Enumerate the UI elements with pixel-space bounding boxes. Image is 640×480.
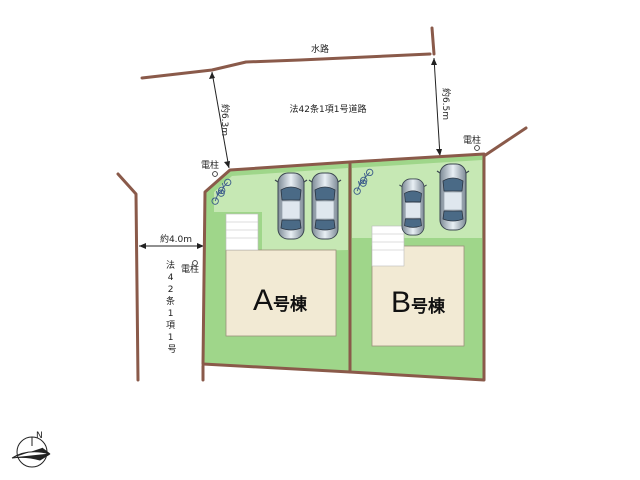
west-road-label-char: 項 [166, 320, 175, 331]
building-a-letter: A [253, 284, 273, 317]
utility-pole-label-w: 電柱 [181, 263, 199, 275]
west-road-label-char: 号 [167, 344, 176, 355]
building-a [225, 249, 337, 337]
north-width-right-label: 約6.5m [440, 88, 452, 120]
utility-pole-label-ne: 電柱 [463, 134, 481, 146]
building-a-label: A号棟 [253, 284, 308, 317]
north-width-right-dimension [433, 57, 441, 157]
north-width-left-label: 約6.3m [219, 104, 231, 136]
car-icon [274, 172, 308, 240]
arrow-left-icon [139, 243, 146, 249]
arrow-down-icon [224, 161, 230, 168]
waterway-line-end [430, 26, 436, 56]
utility-pole-label-nw: 電柱 [201, 159, 219, 171]
north-road-label: 法42条1項1号道路 [290, 103, 367, 115]
east-road-line [482, 126, 528, 158]
west-road-label-char: 4 [168, 273, 174, 283]
waterway-label: 水路 [311, 43, 329, 55]
west-road-label: 法 4 2 条 1 項 1 号 [166, 259, 178, 355]
building-b-suffix: 号棟 [411, 296, 446, 317]
car-icon [308, 172, 342, 240]
utility-pole-icon [192, 260, 198, 266]
arrow-up-icon [431, 58, 437, 65]
compass-north-label: N [36, 431, 43, 441]
north-width-left-dimension [211, 71, 230, 169]
compass-arrow-icon [11, 447, 51, 461]
car-icon [436, 163, 470, 231]
west-road-left-line [116, 172, 140, 382]
waterway-line [140, 52, 432, 80]
arrow-down-icon [436, 149, 442, 156]
entrance-steps-b [371, 225, 405, 267]
north-compass: N [11, 431, 51, 468]
arrow-right-icon [197, 243, 204, 249]
west-road-label-char: 1 [168, 333, 174, 343]
west-road-label-char: 法 [166, 259, 175, 271]
west-road-label-char: 2 [168, 285, 174, 295]
utility-pole-icon [474, 145, 480, 151]
west-road-label-char: 1 [168, 309, 174, 319]
building-b-label: B号棟 [391, 286, 446, 319]
arrow-up-icon [209, 72, 215, 79]
west-road-label-char: 条 [166, 295, 175, 307]
building-b-letter: B [391, 286, 411, 319]
building-a-suffix: 号棟 [273, 294, 308, 315]
utility-pole-icon [212, 171, 218, 177]
car-icon [398, 178, 428, 236]
west-width-label: 約4.0m [160, 233, 192, 245]
entrance-steps-a [225, 213, 259, 251]
